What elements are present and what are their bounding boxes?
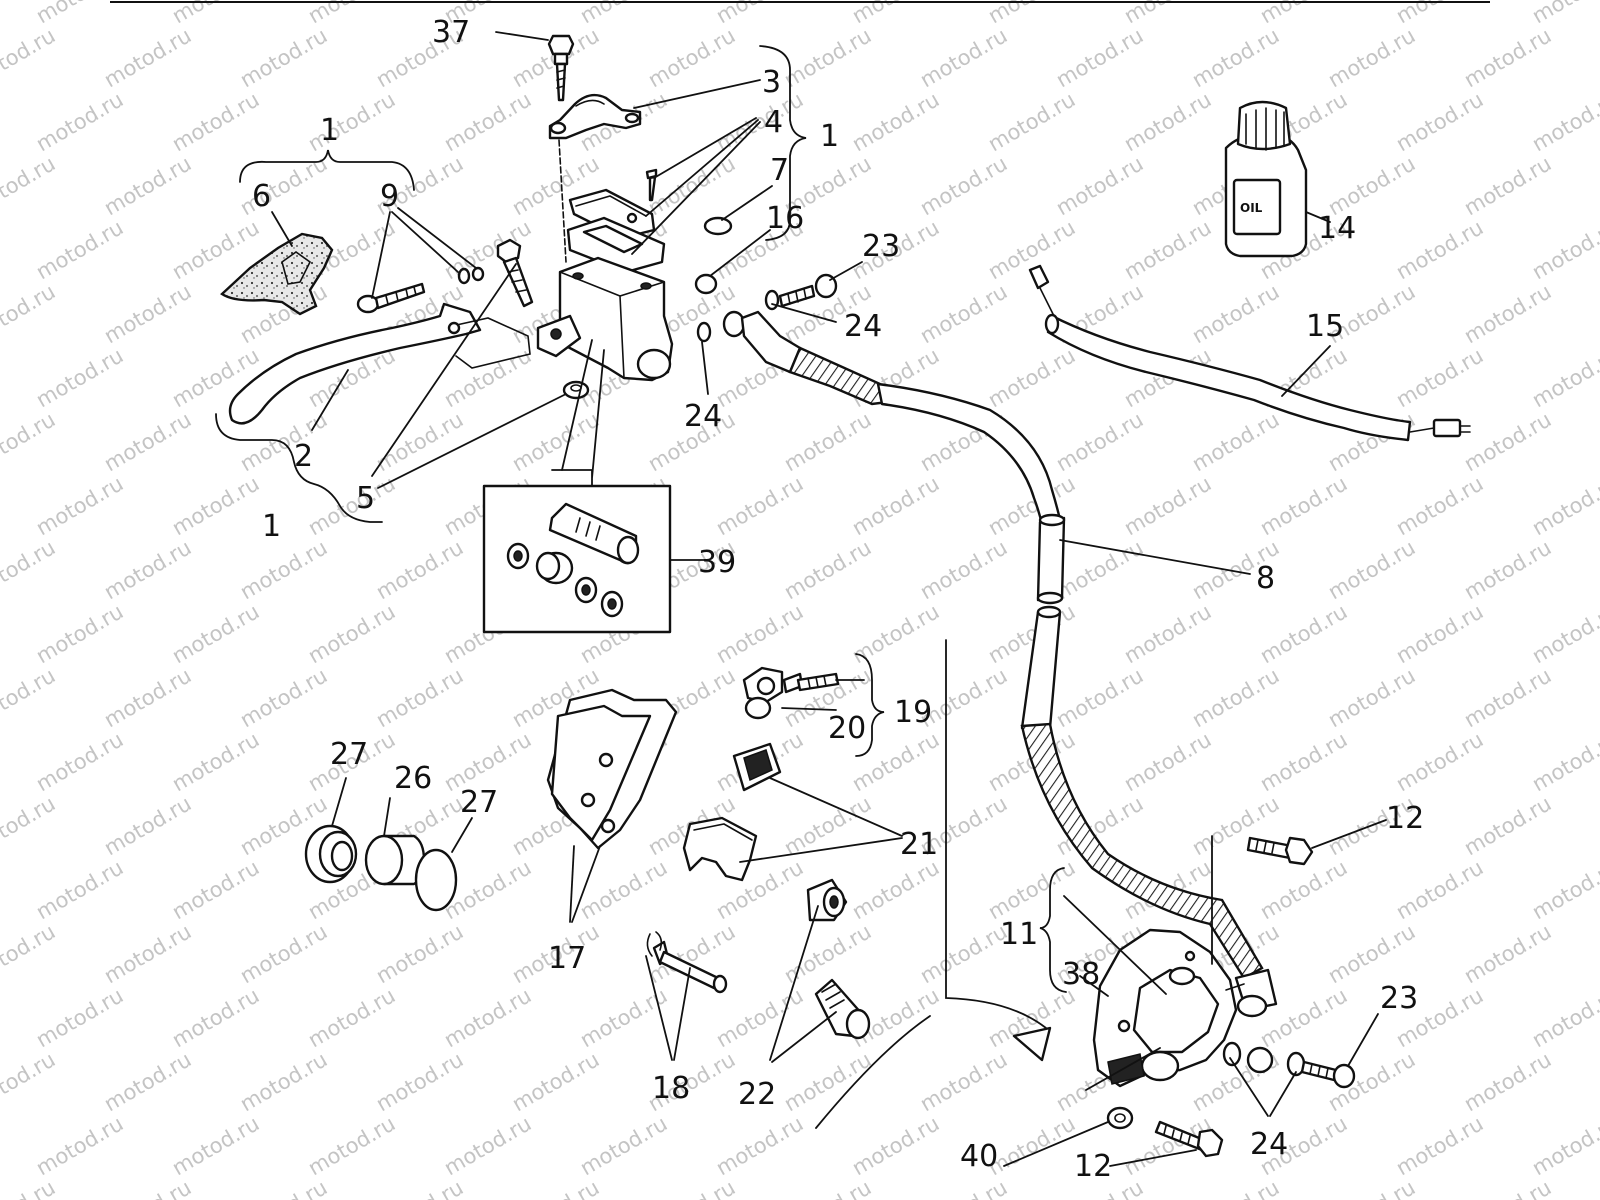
callout-1-top-right: 1 [820, 119, 839, 154]
callout-37: 37 [432, 15, 470, 50]
banjo-bolt-20 [742, 666, 840, 720]
cap-16 [694, 273, 718, 295]
callout-15: 15 [1306, 309, 1344, 344]
callout-2: 2 [294, 439, 313, 474]
leader-lines [271, 31, 1387, 1167]
plug-16-b [703, 216, 733, 236]
callout-17: 17 [548, 941, 586, 976]
callout-14: 14 [1318, 211, 1356, 246]
callout-18: 18 [652, 1071, 690, 1106]
callout-16: 16 [766, 201, 804, 236]
banjo-bolt-23-top [778, 273, 838, 308]
bracket-1-bottom-left [215, 413, 383, 523]
callout-4: 4 [764, 105, 783, 140]
callout-7: 7 [770, 153, 789, 188]
bracket-11 [1039, 867, 1067, 993]
caliper-bolt-12-top [1246, 836, 1314, 866]
callout-5: 5 [356, 481, 375, 516]
hose-sleeve-bottom [1020, 605, 1062, 730]
brake-fluid-bottle-14: OIL [1224, 100, 1308, 258]
reservoir-cap-7 [568, 188, 656, 240]
bracket-19 [855, 653, 885, 757]
o-ring-27 [414, 848, 458, 912]
diaphragm-gasket [566, 216, 666, 274]
callout-24-c: 24 [1250, 1127, 1288, 1162]
bracket-1-top-right [759, 45, 807, 241]
banjo-bolt-23-bottom [1222, 1041, 1356, 1089]
screw-4 [645, 168, 658, 202]
pad-retainer-21-a [732, 742, 782, 792]
clamp-3 [548, 93, 642, 140]
pivot-bolt-5 [496, 238, 534, 308]
caliper-washer-40 [1106, 1106, 1134, 1130]
callout-24-a: 24 [844, 309, 882, 344]
boot-22-a [806, 878, 848, 922]
bracket-1-top-left [239, 149, 415, 191]
bolt-37 [547, 34, 575, 102]
callout-12-top: 12 [1386, 801, 1424, 836]
assembly-arrow [945, 639, 1047, 1029]
cup-seal-39 [535, 551, 574, 585]
callout-23-top: 23 [862, 229, 900, 264]
master-cylinder-body [536, 256, 674, 382]
arrow-head [1012, 1026, 1052, 1062]
hose-sleeve-top [1036, 513, 1066, 605]
switch-cable-15 [1028, 264, 1471, 442]
callout-27-a: 27 [330, 737, 368, 772]
pad-spring-21-b [682, 816, 758, 882]
callout-1-top-left: 1 [320, 113, 339, 148]
callout-22: 22 [738, 1077, 776, 1112]
callout-26: 26 [394, 761, 432, 796]
bottle-label: OIL [1240, 201, 1263, 215]
callout-39: 39 [698, 545, 736, 580]
callout-20: 20 [828, 711, 866, 746]
hose-fitting-bottom [1234, 968, 1278, 1074]
callout-27-b: 27 [460, 785, 498, 820]
callout-1-bottom-left: 1 [262, 509, 281, 544]
pad-shim-17 [546, 688, 678, 850]
caliper-bolt-12-bottom [1154, 1120, 1224, 1158]
callout-40: 40 [960, 1139, 998, 1174]
callout-19: 19 [894, 695, 932, 730]
pivot-nut-5 [562, 380, 590, 400]
callout-23-bottom: 23 [1380, 981, 1418, 1016]
callout-11: 11 [1000, 917, 1038, 952]
callout-24-b: 24 [684, 399, 722, 434]
brake-lever-2 [228, 302, 482, 425]
hose-braid-bottom [1020, 722, 1264, 980]
callout-3: 3 [762, 65, 781, 100]
slide-pin-22-b [814, 978, 871, 1040]
callout-12-bottom: 12 [1074, 1149, 1112, 1184]
dust-seal-27 [304, 824, 358, 884]
dashed-axis-37 [558, 139, 567, 263]
brake-caliper-38 [1092, 928, 1245, 1088]
hose-8 [876, 382, 1064, 534]
callout-8: 8 [1256, 561, 1275, 596]
lever-cover-6 [220, 232, 334, 316]
hose-braid-top [788, 346, 890, 406]
callout-6: 6 [252, 179, 271, 214]
callout-21: 21 [900, 827, 938, 862]
lever-screw-9 [356, 266, 485, 314]
hose-fitting-top [740, 310, 802, 374]
piston-39 [548, 502, 640, 565]
callout-9: 9 [380, 179, 399, 214]
callout-38: 38 [1062, 957, 1100, 992]
